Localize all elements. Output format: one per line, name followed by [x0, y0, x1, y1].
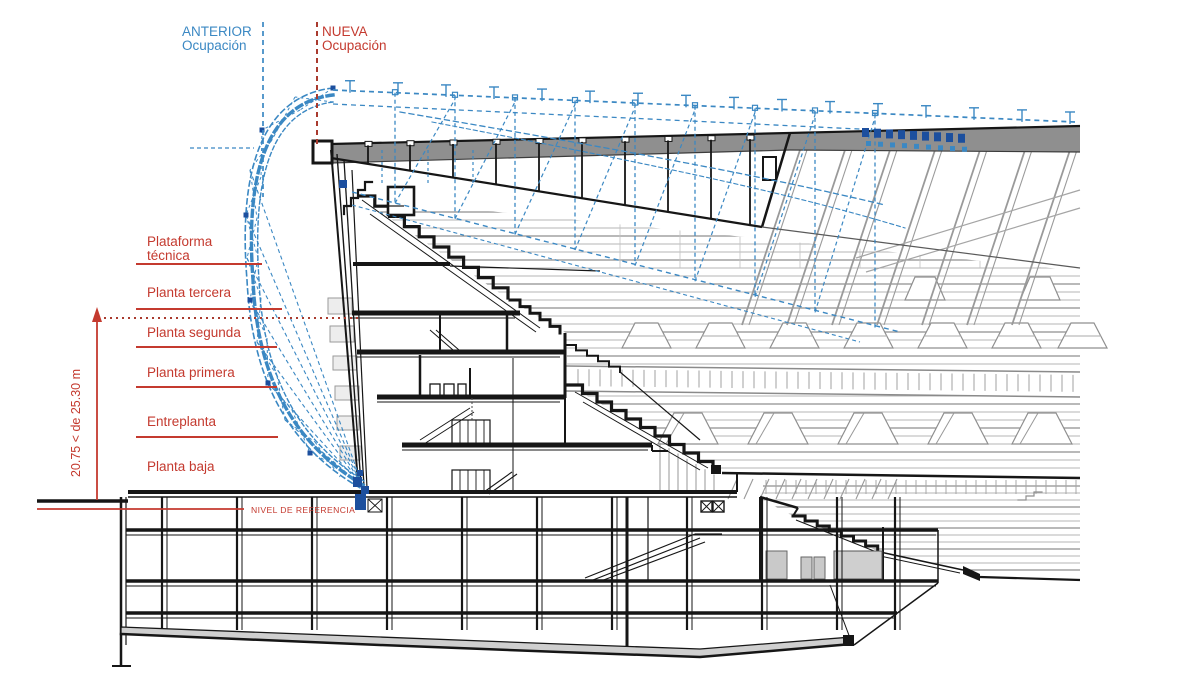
- previous-roof-structure: [190, 80, 1076, 513]
- nueva-occupation-label-line1: NUEVA: [322, 24, 368, 39]
- level-label-planta-tercera: Planta tercera: [147, 285, 232, 300]
- height-dimension-text: 20.75 < de 25.30 m: [69, 369, 83, 477]
- level-label-planta-segunda: Planta segunda: [147, 325, 241, 340]
- level-label-plataforma-tecnica-1: Plataforma: [147, 234, 213, 249]
- level-label-entreplanta: Entreplanta: [147, 414, 217, 429]
- level-label-planta-primera: Planta primera: [147, 365, 235, 380]
- anterior-occupation-label-line2: Ocupación: [182, 38, 247, 53]
- level-label-planta-baja: Planta baja: [147, 459, 215, 474]
- annotation-layer: ANTERIOR Ocupación NUEVA Ocupación Plata…: [37, 22, 387, 515]
- reference-level-label: NIVEL DE REFERENCIA: [251, 505, 355, 515]
- nueva-occupation-label-line2: Ocupación: [322, 38, 387, 53]
- level-label-plataforma-tecnica-2: técnica: [147, 248, 190, 263]
- anterior-occupation-label-line1: ANTERIOR: [182, 24, 252, 39]
- building-section-linework: [37, 124, 1081, 667]
- seating-rows-lower: [763, 485, 1080, 571]
- height-dimension-arrowhead: [92, 307, 102, 322]
